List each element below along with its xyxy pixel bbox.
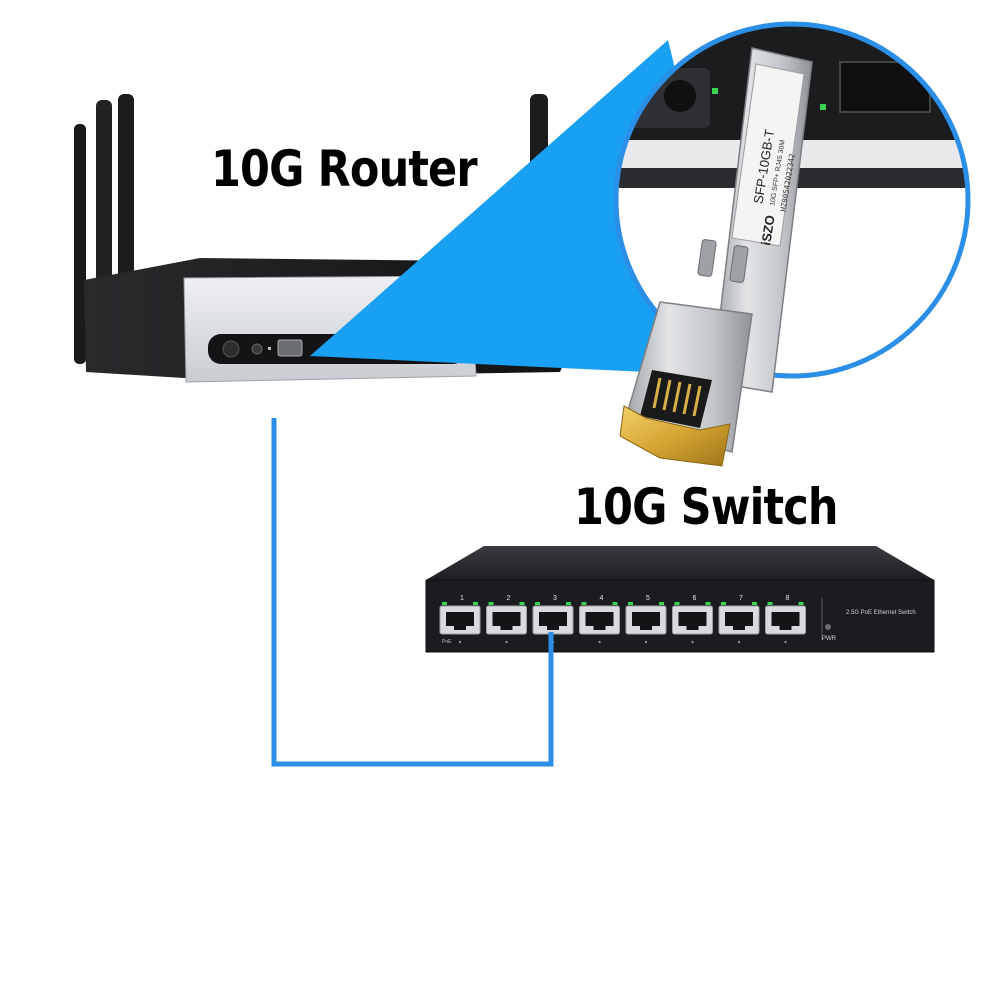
switch-port-number: 5 — [646, 595, 650, 602]
module-brand: iSZO — [758, 214, 778, 246]
port-activity-led — [752, 602, 757, 605]
dc-jack-icon — [251, 343, 263, 355]
port-activity-led — [566, 602, 571, 605]
port-link-led — [628, 602, 633, 605]
port-indicator — [644, 640, 648, 644]
port-activity-led — [705, 602, 711, 605]
port-link-led — [488, 602, 494, 605]
switch-port-number: 1 — [460, 595, 464, 602]
switch-port-number: 7 — [739, 595, 743, 602]
power-led — [825, 624, 831, 630]
rj45-opening — [539, 612, 567, 630]
rj45-opening — [725, 612, 753, 630]
rj45-opening — [492, 612, 521, 630]
port-indicator — [505, 640, 508, 644]
switch-model-label: 2.5G PoE Ethernet Switch — [846, 610, 916, 616]
rj45-opening — [771, 612, 800, 630]
port-indicator — [691, 640, 694, 644]
power-label: PWR — [822, 636, 837, 642]
network-cable — [271, 418, 554, 767]
rj45-opening — [678, 612, 707, 630]
module-label — [731, 63, 805, 247]
router-led — [268, 347, 271, 350]
port-activity-led — [798, 602, 804, 605]
rj45-pins — [652, 377, 702, 417]
port-activity-led — [473, 602, 478, 605]
switch-port: 6 — [672, 595, 713, 644]
switch-port-number: 4 — [600, 595, 604, 602]
switch-port-number: 8 — [786, 595, 790, 602]
router-label: 10G Router — [211, 140, 478, 198]
port-indicator — [784, 640, 787, 644]
switch-port: 2 — [486, 595, 527, 644]
port-link-led — [535, 602, 540, 605]
rj45-gold-shell — [619, 405, 731, 467]
port-caption: PoE — [442, 639, 452, 645]
rj45-opening — [632, 612, 660, 630]
router-antenna — [74, 124, 86, 364]
switch-port-number: 6 — [693, 595, 697, 602]
router-sfp-port — [277, 339, 303, 357]
rj45-opening — [446, 612, 474, 630]
port-indicator — [737, 640, 741, 644]
port-activity-led — [612, 602, 618, 605]
switch-port: 8 — [765, 595, 806, 644]
switch-port: 7 — [718, 595, 760, 644]
power-button-icon — [222, 340, 240, 358]
switch-label: 10G Switch — [574, 478, 838, 536]
port-link-led — [442, 602, 447, 605]
rj45-opening — [585, 612, 614, 630]
switch-port-number: 3 — [553, 595, 557, 602]
port-link-led — [674, 602, 680, 605]
port-link-led — [767, 602, 773, 605]
module-latch — [729, 245, 749, 283]
switch-port: 5 — [625, 595, 667, 644]
port-activity-led — [519, 602, 525, 605]
switch-top — [426, 546, 934, 580]
port-activity-led — [659, 602, 664, 605]
port-link-led — [721, 602, 726, 605]
port-link-led — [581, 602, 587, 605]
sfp-rj45-module — [619, 47, 813, 467]
switch-port-number: 2 — [507, 595, 511, 602]
switch-port: 4 — [579, 595, 620, 644]
port-indicator — [458, 640, 462, 644]
port-indicator — [598, 640, 601, 644]
module-latch — [697, 239, 717, 277]
